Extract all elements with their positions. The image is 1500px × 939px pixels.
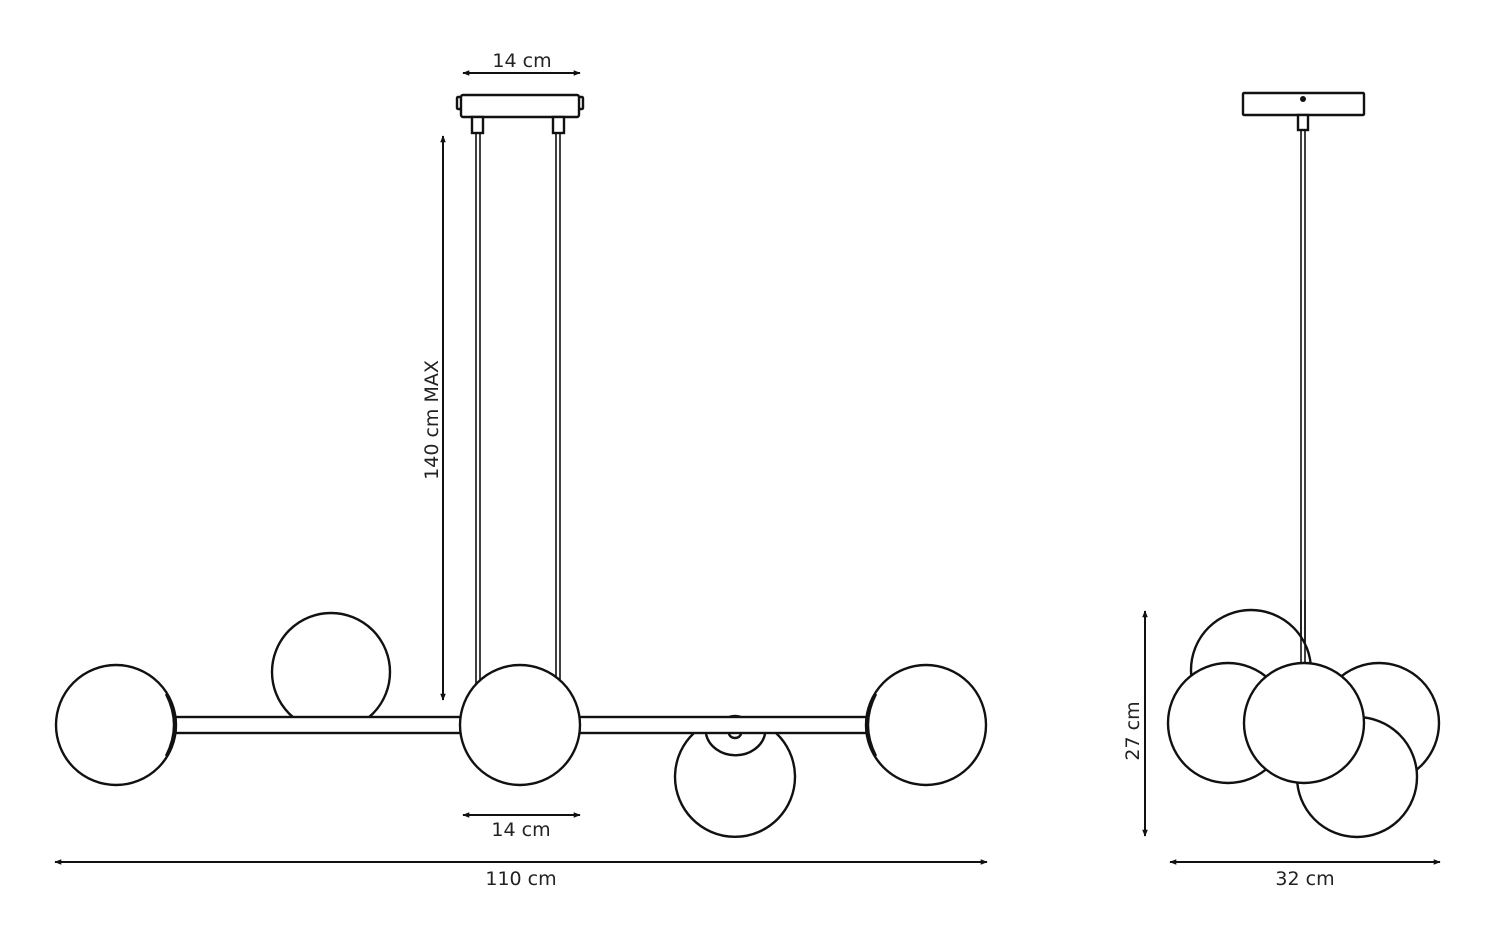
side-globe-front — [1242, 661, 1366, 785]
globe-center — [458, 663, 582, 787]
side-canopy — [1241, 91, 1366, 132]
globe-right — [864, 663, 988, 787]
total-width-label: 110 cm — [485, 868, 556, 890]
globe-left — [54, 663, 178, 787]
side-width-label: 32 cm — [1275, 868, 1334, 890]
front-view: 14 cm 140 cm MAX 14 cm 110 cm — [54, 50, 988, 890]
front-canopy — [455, 93, 585, 135]
height-label: 27 cm — [1122, 701, 1144, 760]
globe-upper — [270, 611, 392, 733]
canopy-width-label: 14 cm — [492, 50, 551, 72]
side-view: 27 cm 32 cm — [1122, 91, 1441, 890]
drop-height-label: 140 cm MAX — [421, 360, 443, 480]
globe-lower — [673, 714, 797, 838]
stem-spacing-label: 14 cm — [491, 819, 550, 841]
suspension-wires — [475, 133, 561, 690]
